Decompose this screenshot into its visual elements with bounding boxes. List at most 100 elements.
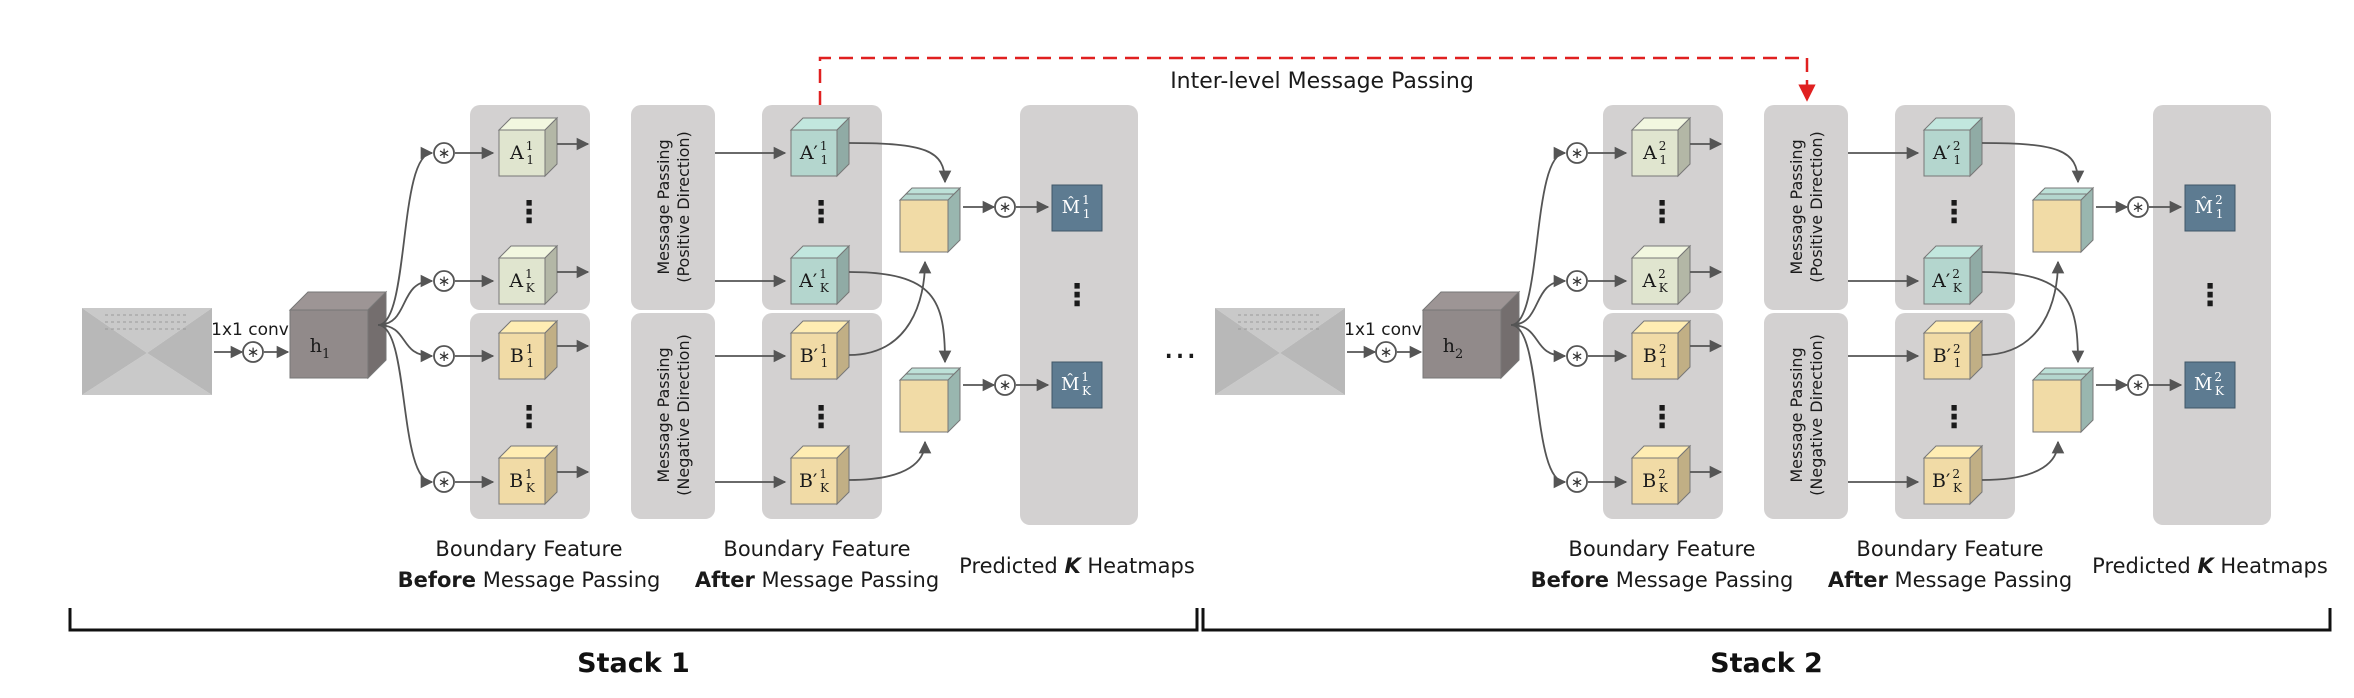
svg-text:∗: ∗ (999, 198, 1012, 216)
operator-a-top: ∗ (1566, 142, 1588, 164)
label-bp-top-base: B′ (800, 345, 818, 367)
cube-a-bot (497, 244, 559, 306)
heatmaps-caption-b: Heatmaps (2214, 554, 2328, 578)
label-b-bot-base: B (1642, 470, 1656, 492)
svg-text:∗: ∗ (438, 272, 451, 290)
label-a-top-sup: 2 (1659, 139, 1667, 153)
arrow-ap-top-to-concat (848, 142, 952, 184)
after-caption-emph: After (695, 568, 756, 592)
label-heatmap-bot-base: M̂ (1061, 373, 1079, 395)
inter-level-label: Inter-level Message Passing (1170, 69, 1474, 94)
arrow-bp-top-to-concat (1981, 260, 2065, 356)
label-heatmap-top-base: M̂ (1062, 196, 1080, 218)
ellipsis-ap: ⋮ (1939, 195, 1969, 230)
label-b-top-base: B (1643, 345, 1657, 367)
operator-b-bot: ∗ (433, 471, 455, 493)
svg-text:∗: ∗ (438, 473, 451, 491)
svg-text:∗: ∗ (999, 376, 1012, 394)
label-b-bot-sup: 2 (1658, 467, 1666, 481)
arrow-ap-bot-to-concat (848, 271, 952, 364)
label-a-top-sup: 1 (526, 139, 534, 153)
cube-a-top (497, 116, 559, 178)
mp-positive-label-line2: (Positive Direction) (674, 131, 693, 283)
arrow-ap-bot-to-concat (1981, 271, 2085, 364)
label-heatmap-bot-sub: K (2215, 384, 2225, 398)
branch-arrow-0 (377, 146, 434, 326)
label-b-top-base: B (510, 345, 524, 367)
label-bp-top-sup: 1 (820, 342, 828, 356)
label-heatmap-top-sub: 1 (2216, 207, 2224, 221)
mp-negative-label-line1: Message Passing (1787, 347, 1806, 482)
mp-negative-panel (1764, 313, 1848, 519)
before-caption-line2: Before Message Passing (1531, 568, 1794, 592)
svg-text:∗: ∗ (438, 347, 451, 365)
mp-negative-label-line2: (Negative Direction) (674, 334, 693, 496)
concat-cube-top (2031, 186, 2095, 254)
branch-arrow-1 (377, 274, 434, 326)
label-a-top-base: A (509, 142, 524, 164)
before-caption-emph: Before (398, 568, 476, 592)
branch-arrow-2 (377, 324, 434, 363)
svg-text:∗: ∗ (1571, 144, 1584, 162)
stack-label: Stack 2 (1710, 648, 1823, 679)
operator-b-top: ∗ (1566, 345, 1588, 367)
cube-bp-bot (1922, 444, 1984, 506)
svg-text:∗: ∗ (2132, 198, 2145, 216)
hidden-feature-label: h1 (310, 335, 331, 362)
operator-heatmap-top: ∗ (2127, 196, 2149, 218)
svg-text:∗: ∗ (1571, 347, 1584, 365)
concat-cube-top (898, 186, 962, 254)
operator-b-bot: ∗ (1566, 471, 1588, 493)
heatmaps-caption-a: Predicted (959, 554, 1064, 578)
heatmap-top (2184, 184, 2236, 232)
svg-text:∗: ∗ (247, 343, 260, 361)
label-heatmap-top-sub: 1 (1083, 207, 1091, 221)
mp-positive-label-line1: Message Passing (654, 139, 673, 274)
label-heatmap-bot-sub: K (1082, 384, 1092, 398)
stack-label: Stack 1 (577, 648, 690, 679)
hourglass-input (1215, 308, 1345, 395)
mp-positive-panel (1764, 105, 1848, 310)
cube-bp-bot (789, 444, 851, 506)
stack-bracket (68, 608, 1199, 632)
ellipsis-ap: ⋮ (806, 195, 836, 230)
label-bp-bot-sup: 1 (819, 467, 827, 481)
heatmaps-caption: Predicted K Heatmaps (959, 554, 1195, 578)
branch-arrow-2 (1510, 324, 1567, 363)
conv-operator: ∗ (1375, 341, 1397, 363)
after-caption-line2: After Message Passing (1828, 568, 2072, 592)
label-b-top-sub: 1 (526, 356, 534, 370)
label-b-bot-base: B (509, 470, 523, 492)
svg-text:∗: ∗ (1380, 343, 1393, 361)
label-a-bot-base: A (1641, 270, 1656, 292)
label-ap-top-sup: 1 (820, 139, 828, 153)
heatmaps-caption-k: K (1064, 554, 1082, 578)
heatmaps-caption-a: Predicted (2092, 554, 2197, 578)
label-b-bot-sup: 1 (525, 467, 533, 481)
label-ap-top-sub: 1 (1954, 153, 1962, 167)
label-ap-bot-sup: 2 (1952, 267, 1960, 281)
svg-text:∗: ∗ (2132, 376, 2145, 394)
hidden-feature-sub: 1 (322, 347, 330, 362)
mp-negative-panel (631, 313, 715, 519)
heatmaps-panel (1020, 105, 1138, 525)
label-ap-bot-sup: 1 (819, 267, 827, 281)
cube-bp-top (789, 319, 851, 381)
ellipsis-heatmap: ⋮ (1062, 278, 1092, 313)
ellipsis-bp: ⋮ (806, 400, 836, 435)
mp-negative-label: Message Passing(Negative Direction) (1787, 334, 1826, 496)
label-bp-bot-sub: K (820, 481, 830, 495)
label-b-bot-sub: K (1659, 481, 1669, 495)
label-a-bot-base: A (508, 270, 523, 292)
label-a-bot-sub: K (526, 281, 536, 295)
